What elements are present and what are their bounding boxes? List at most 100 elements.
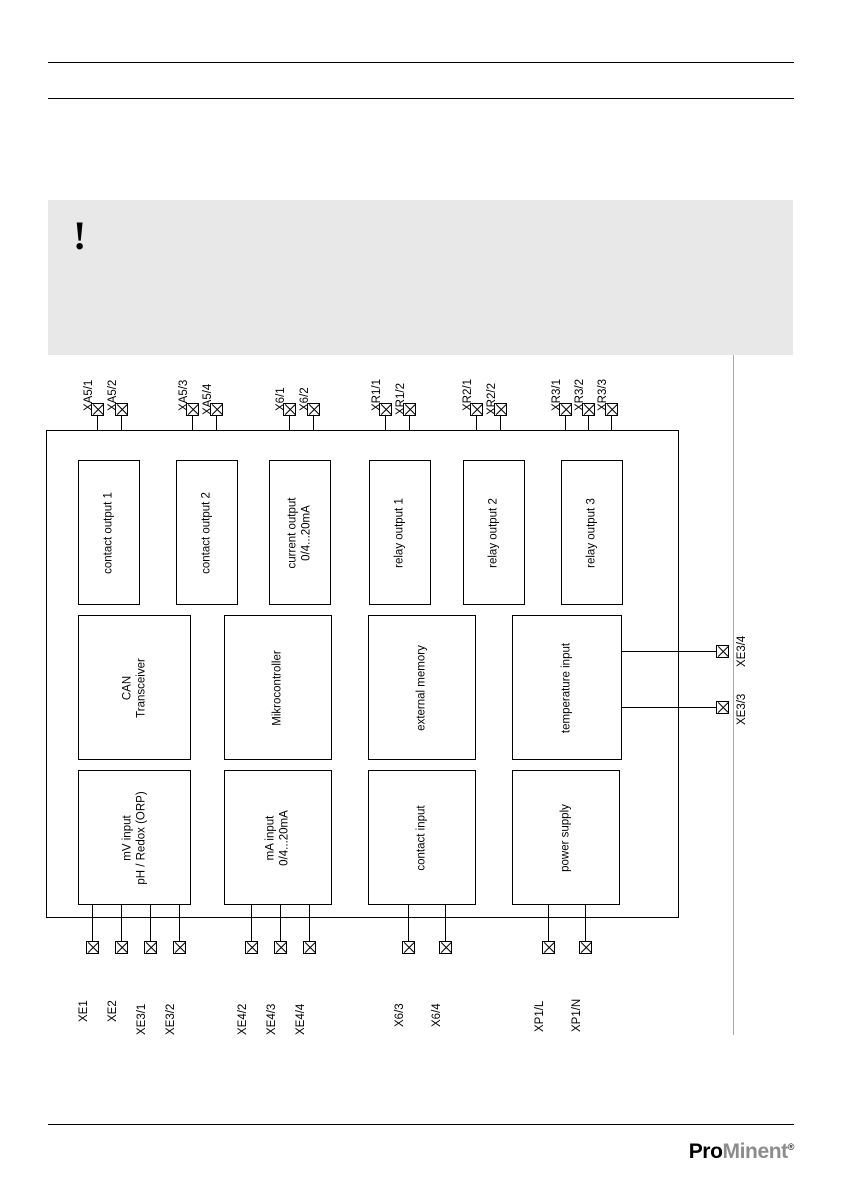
terminal-xe3-1[interactable] [144,941,157,954]
terminal-xp1-n[interactable] [579,941,592,954]
block-label-line2: 0/4...20mA [278,809,290,866]
block-label-line2: Transceiver [134,657,147,718]
block-label-line2: 0/4...20mA [300,504,312,561]
block-mv-input[interactable]: mV input pH / Redox (ORP) [78,770,191,905]
terminal-xr2-2[interactable] [494,403,507,416]
wire-xe3-4 [622,651,722,652]
terminal-label-xe1: XE1 [78,1000,90,1022]
block-diagram: XA5/1 XA5/2 XA5/3 XA5/4 X6/1 X6/2 XR1/1 … [0,355,842,1035]
terminal-label-x6-4: X6/4 [431,1003,443,1027]
exclamation-mark-icon: ! [73,213,87,258]
block-mikrocontroller[interactable]: Mikrocontroller [224,615,332,760]
prominent-logo: ProMinent® [688,1140,795,1163]
block-can-transceiver[interactable]: CAN Transceiver [78,615,191,760]
terminal-label-xr3-1: XR3/1 [551,379,563,411]
wire-xp1-n [585,905,586,941]
wire-xe3-3 [622,707,722,708]
terminal-label-xe4-4: XE4/4 [295,1003,307,1035]
terminal-x6-3[interactable] [402,941,415,954]
wire-xe1 [92,905,93,941]
footer-rule [48,1124,794,1125]
terminal-label-xe4-2: XE4/2 [237,1003,249,1035]
wire-x6-3 [408,905,409,941]
terminal-xa5-1[interactable] [91,403,104,416]
terminal-xr3-2[interactable] [582,403,595,416]
block-relay-output-3[interactable]: relay output 3 [561,460,623,605]
block-label: power supply [559,803,572,872]
wire-xe4-2 [251,905,252,941]
terminal-label-xp1-l: XP1/L [534,1000,546,1032]
terminal-xe3-4[interactable] [716,645,729,658]
terminal-x6-1[interactable] [283,403,296,416]
block-contact-input[interactable]: contact input [368,770,476,905]
terminal-xe3-2[interactable] [173,941,186,954]
block-label-multiline: current output 0/4...20mA [287,497,314,568]
terminal-xe1[interactable] [86,941,99,954]
terminal-label-xp1-n: XP1/N [571,998,583,1032]
terminal-label-xe2: XE2 [107,1000,119,1022]
terminal-x6-4[interactable] [439,941,452,954]
block-label: external memory [415,644,428,731]
terminal-label-xr1-1: XR1/1 [371,379,383,411]
terminal-label-xe4-3: XE4/3 [266,1003,278,1035]
terminal-label-xa5-1: XA5/1 [83,379,95,411]
block-relay-output-2[interactable]: relay output 2 [463,460,525,605]
terminal-label-xa5-4: XA5/4 [202,383,214,415]
wire-xe2 [121,905,122,941]
block-label-line1: mV input [121,814,133,861]
block-label-line1: current output [286,497,299,568]
terminal-xe4-2[interactable] [245,941,258,954]
terminal-label-xe3-2: XE3/2 [165,1003,177,1035]
terminal-xe4-4[interactable] [303,941,316,954]
notice-box: ! [48,200,793,355]
terminal-xa5-3[interactable] [186,403,199,416]
block-ma-input[interactable]: mA input 0/4...20mA [224,770,332,905]
block-label-line1: mA input [264,815,277,860]
terminal-label-xe3-3: XE3/3 [736,693,748,725]
block-current-output[interactable]: current output 0/4...20mA [269,460,331,605]
block-label: contact input [415,804,428,871]
terminal-xr3-3[interactable] [605,403,618,416]
terminal-label-x6-2: X6/2 [299,387,311,411]
terminal-xe3-3[interactable] [716,701,729,714]
terminal-xa5-4[interactable] [210,403,223,416]
terminal-label-xa5-3: XA5/3 [178,379,190,411]
wire-x6-4 [445,905,446,941]
logo-part-1: Pro [688,1140,723,1163]
terminal-xr1-1[interactable] [379,403,392,416]
terminal-xr3-1[interactable] [559,403,572,416]
terminal-label-xe3-1: XE3/1 [136,1003,148,1035]
terminal-xr2-1[interactable] [470,403,483,416]
terminal-label-xr3-3: XR3/3 [597,379,609,411]
terminal-xe4-3[interactable] [274,941,287,954]
terminal-label-xr2-1: XR2/1 [462,379,474,411]
terminal-xe2[interactable] [115,941,128,954]
terminal-xp1-l[interactable] [542,941,555,954]
block-temperature-input[interactable]: temperature input [512,615,622,760]
logo-part-2: Minent [722,1140,789,1163]
block-contact-output-1[interactable]: contact output 1 [78,460,140,605]
wire-xp1-l [548,905,549,941]
terminal-xr1-2[interactable] [403,403,416,416]
wire-xe4-3 [280,905,281,941]
block-label-multiline: CAN Transceiver [121,658,148,718]
block-label: temperature input [560,642,573,733]
block-contact-output-2[interactable]: contact output 2 [176,460,238,605]
block-power-supply[interactable]: power supply [512,770,620,905]
block-label-multiline: mV input pH / Redox (ORP) [121,791,148,884]
terminal-xa5-2[interactable] [115,403,128,416]
terminal-label-xr1-2: XR1/2 [395,383,407,415]
terminal-label-x6-1: X6/1 [275,387,287,411]
block-relay-output-1[interactable]: relay output 1 [369,460,431,605]
page-guide-line [733,355,734,1035]
terminal-label-xr3-2: XR3/2 [574,379,586,411]
terminal-x6-2[interactable] [307,403,320,416]
block-external-memory[interactable]: external memory [368,615,476,760]
terminal-label-x6-3: X6/3 [394,1003,406,1027]
block-label: relay output 2 [487,497,500,568]
logo-trademark: ® [787,1142,795,1152]
block-label: contact output 2 [200,491,213,574]
terminal-label-xr2-2: XR2/2 [486,383,498,415]
wire-xe3-2 [179,905,180,941]
